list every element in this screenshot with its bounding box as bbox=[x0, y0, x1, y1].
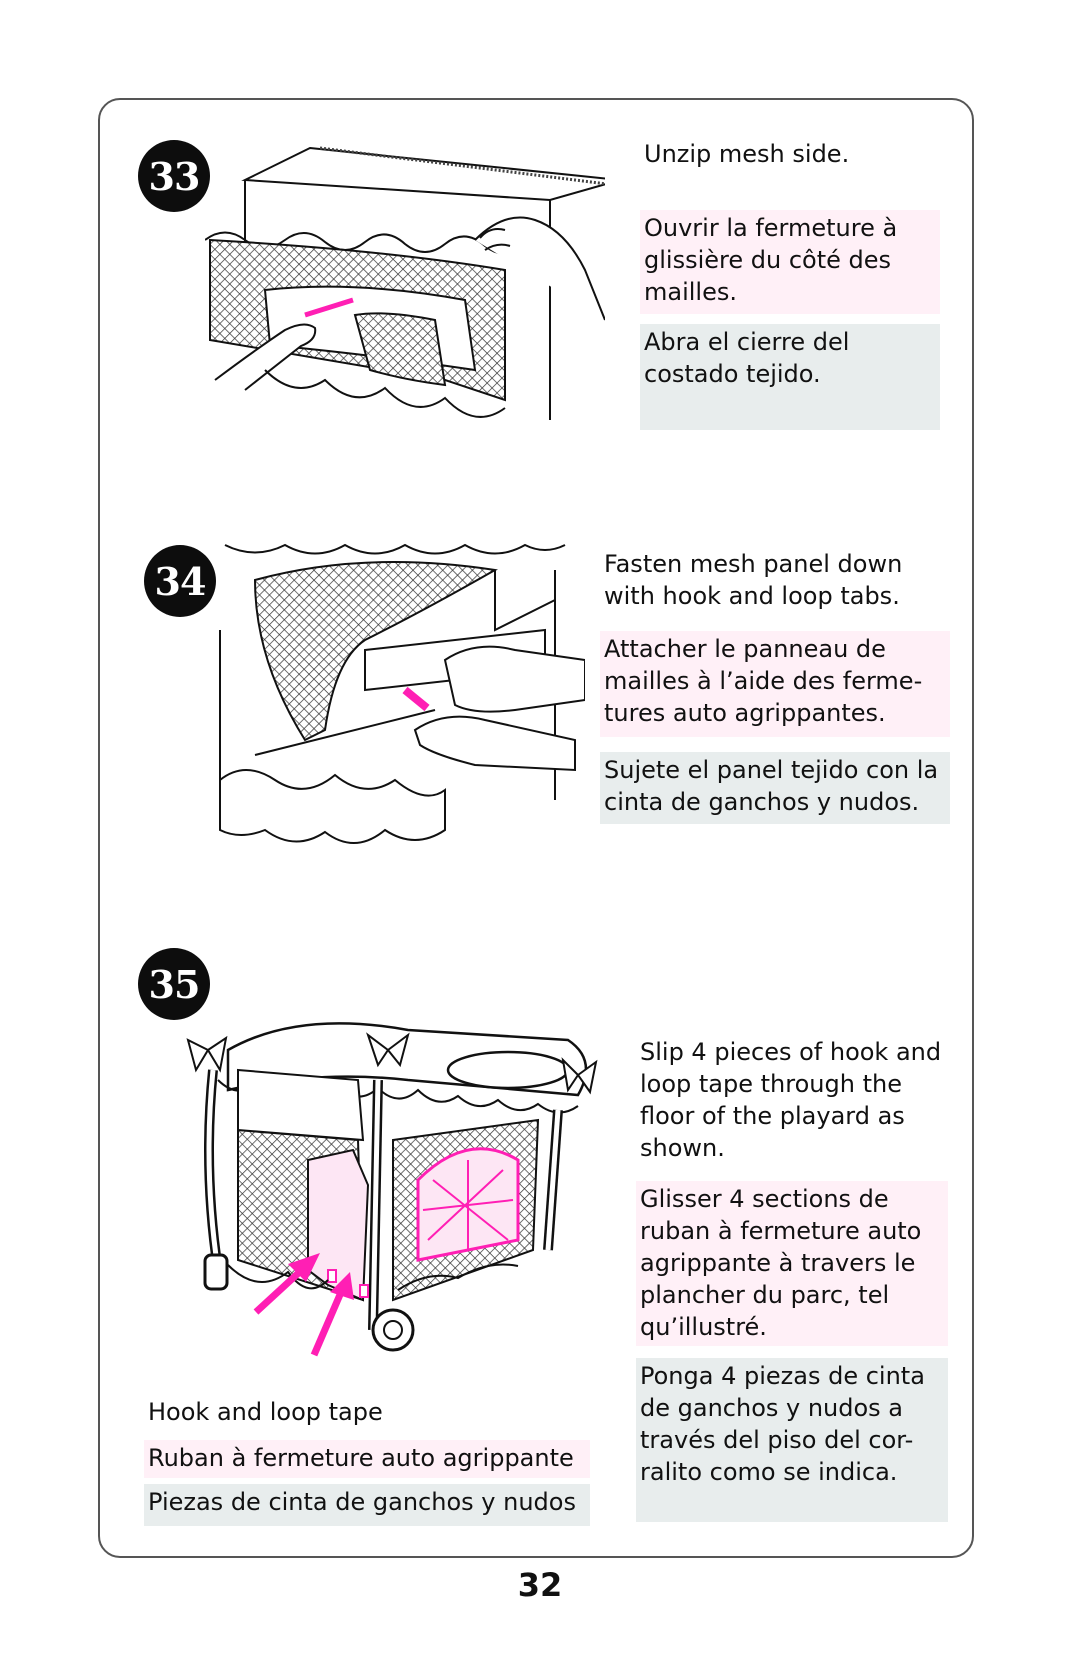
step-35-french: Glisser 4 sections de ruban à fermeture … bbox=[636, 1181, 948, 1346]
step-33-spanish-text: Abra el cierre del costado tejido. bbox=[644, 328, 850, 388]
arrow-icon bbox=[310, 1272, 354, 1357]
callout-spanish-text: Piezas de cinta de ganchos y nudos bbox=[148, 1488, 576, 1516]
step-35-spanish-text: Ponga 4 piezas de cinta de ganchos y nud… bbox=[640, 1362, 925, 1486]
step-33-french-text: Ouvrir la fermeture à glissière du côté … bbox=[644, 214, 898, 306]
step-34-french: Attacher le panneau de mailles à l’aide … bbox=[600, 631, 950, 737]
step-33-english: Unzip mesh side. bbox=[644, 140, 850, 168]
callout-french: Ruban à fermeture auto agrippante bbox=[144, 1440, 590, 1478]
step-35-english: Slip 4 pieces of hook and loop tape thro… bbox=[640, 1036, 950, 1164]
step-34-spanish: Sujete el panel tejido con la cinta de g… bbox=[600, 752, 950, 824]
step-34-french-text: Attacher le panneau de mailles à l’aide … bbox=[604, 635, 923, 727]
step-34-spanish-text: Sujete el panel tejido con la cinta de g… bbox=[604, 756, 939, 816]
step-35-spanish: Ponga 4 piezas de cinta de ganchos y nud… bbox=[636, 1358, 948, 1522]
step-33-illustration bbox=[205, 146, 605, 420]
callout-spanish: Piezas de cinta de ganchos y nudos bbox=[144, 1484, 590, 1526]
step-number-33: 33 bbox=[138, 140, 210, 212]
step-34-illustration bbox=[219, 543, 585, 844]
step-number-34: 34 bbox=[144, 545, 216, 617]
step-35-illustration bbox=[186, 1022, 598, 1357]
callout-english: Hook and loop tape bbox=[148, 1398, 383, 1426]
step-33-french: Ouvrir la fermeture à glissière du côté … bbox=[640, 210, 940, 314]
step-number-35: 35 bbox=[138, 948, 210, 1020]
step-34-english: Fasten mesh panel down with hook and loo… bbox=[604, 548, 904, 612]
step-35-french-text: Glisser 4 sections de ruban à fermeture … bbox=[640, 1185, 922, 1341]
step-34-english-text: Fasten mesh panel down with hook and loo… bbox=[604, 550, 903, 610]
step-33-spanish: Abra el cierre del costado tejido. bbox=[640, 324, 940, 430]
step-35-english-text: Slip 4 pieces of hook and loop tape thro… bbox=[640, 1038, 942, 1162]
page-number: 32 bbox=[517, 1566, 563, 1604]
callout-french-text: Ruban à fermeture auto agrippante bbox=[148, 1444, 574, 1472]
page-frame bbox=[98, 98, 974, 1558]
arrow-icon bbox=[253, 1253, 320, 1315]
